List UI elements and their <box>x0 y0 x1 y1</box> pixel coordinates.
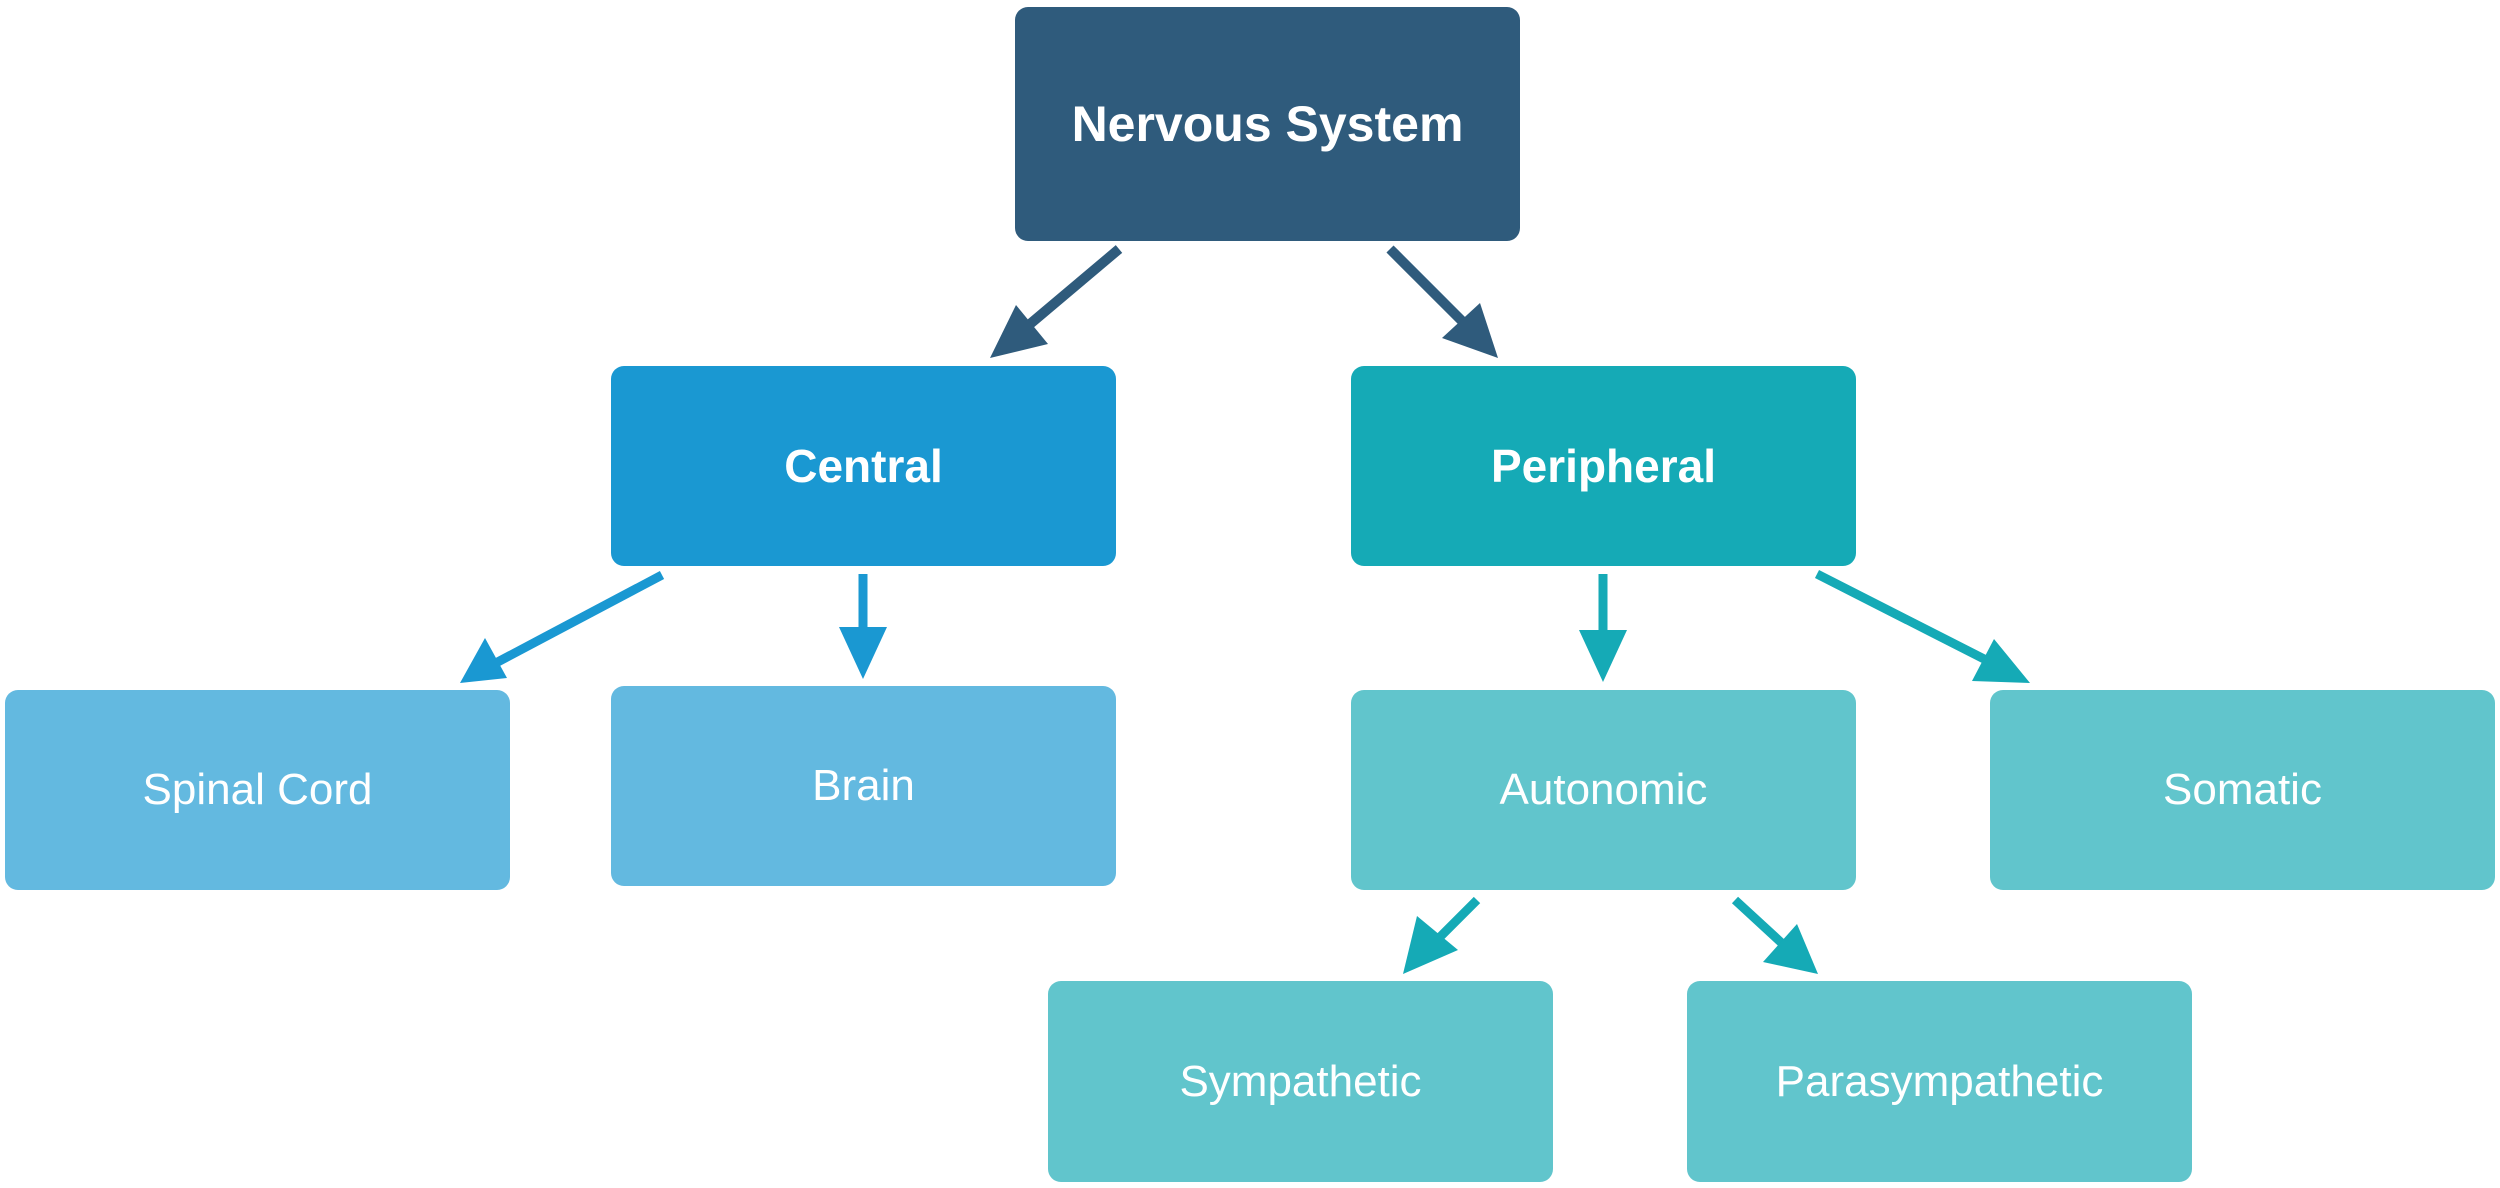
node-brain: Brain <box>611 686 1116 886</box>
arrow-central-to-spinal-cord <box>460 571 665 683</box>
node-spinal-cord-label: Spinal Cord <box>142 765 373 814</box>
node-autonomic-label: Autonomic <box>1499 765 1708 814</box>
node-nervous-system: Nervous System <box>1015 7 1520 241</box>
node-sympathetic-label: Sympathetic <box>1179 1056 1422 1106</box>
node-central-label: Central <box>784 440 943 492</box>
arrow-peripheral-to-somatic <box>1814 569 2030 683</box>
node-sympathetic: Sympathetic <box>1048 981 1553 1182</box>
arrow-peripheral-to-autonomic <box>1579 574 1627 682</box>
node-peripheral-label: Peripheral <box>1491 440 1716 492</box>
node-nervous-system-label: Nervous System <box>1071 96 1464 152</box>
node-parasympathetic-label: Parasympathetic <box>1775 1056 2104 1106</box>
node-peripheral: Peripheral <box>1351 366 1856 566</box>
arrow-autonomic-to-parasympathetic <box>1731 896 1818 974</box>
node-central: Central <box>611 366 1116 566</box>
arrow-autonomic-to-sympathetic <box>1403 896 1481 974</box>
node-spinal-cord: Spinal Cord <box>5 690 510 890</box>
node-brain-label: Brain <box>812 761 915 810</box>
node-parasympathetic: Parasympathetic <box>1687 981 2192 1182</box>
node-somatic-label: Somatic <box>2163 765 2322 814</box>
arrow-central-to-brain <box>839 574 887 679</box>
node-autonomic: Autonomic <box>1351 690 1856 890</box>
node-somatic: Somatic <box>1990 690 2495 890</box>
arrow-root-to-peripheral <box>1386 245 1498 358</box>
arrow-root-to-central <box>990 245 1123 358</box>
